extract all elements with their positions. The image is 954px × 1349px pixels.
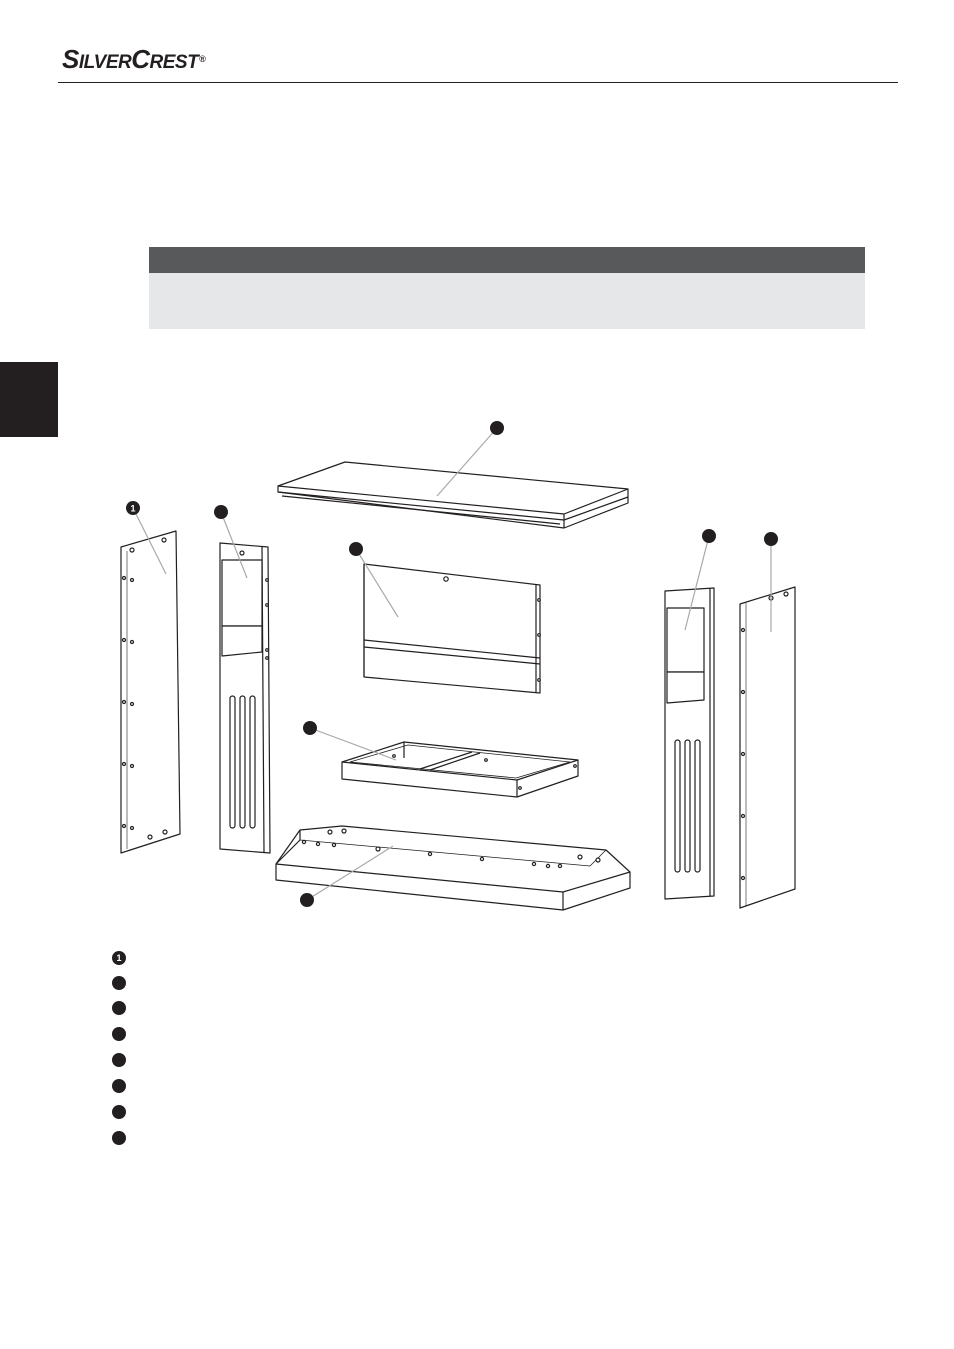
callout-1: [126, 501, 140, 515]
back-panel: [363, 563, 541, 694]
legend-item-1-marker: 1: [112, 951, 126, 965]
left-pillar: [219, 542, 271, 854]
drawer-frame: [341, 741, 579, 798]
callout-8: [764, 532, 778, 546]
callout-2: [214, 505, 228, 519]
legend-item-4-marker: [112, 1027, 126, 1041]
callout-3: [490, 421, 504, 435]
left-outer-panel: [120, 530, 181, 854]
legend-item-6-marker: [112, 1079, 126, 1093]
brand-logo: SILVERCREST®: [62, 44, 206, 74]
top-shelf: [277, 461, 629, 529]
callout-5: [303, 721, 317, 735]
callout-6: [300, 893, 314, 907]
side-language-tab: [0, 362, 58, 437]
note-box-body: [149, 273, 865, 329]
legend-item-5-marker: [112, 1053, 126, 1067]
right-pillar: [664, 587, 715, 900]
callout-1-label: 1: [130, 504, 135, 514]
legend-item-3-marker: [112, 1001, 126, 1015]
base-plinth: [275, 825, 631, 911]
legend-item-7-marker: [112, 1105, 126, 1119]
right-outer-panel: [739, 586, 796, 909]
note-box-header: [149, 247, 865, 273]
callout-4: [349, 542, 363, 556]
legend-item-8-marker: [112, 1131, 126, 1145]
header-rule: [58, 82, 898, 83]
legend-item-2-marker: [112, 976, 126, 990]
leader-lines: [132, 427, 772, 901]
callout-7: [702, 529, 716, 543]
